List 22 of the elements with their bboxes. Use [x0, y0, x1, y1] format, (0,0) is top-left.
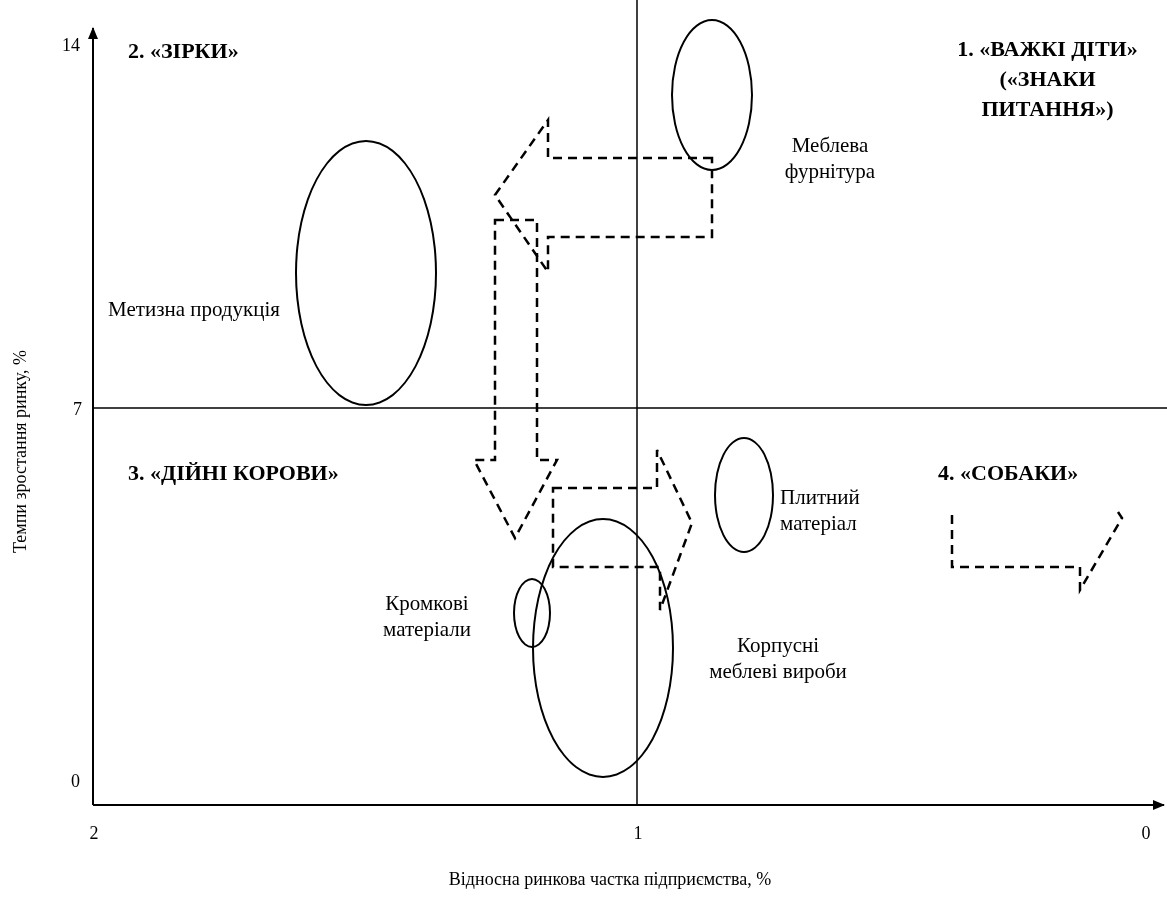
axis-title: Відносна ринкова частка підприємства, % [447, 868, 773, 891]
tick-label: 1 [632, 822, 644, 845]
quadrant-title: 4. «СОБАКИ» [938, 459, 1080, 487]
product-label: Плитний матеріал [780, 484, 861, 536]
product-ellipse [513, 578, 551, 648]
axis-title: Темпи зростання ринку, % [8, 348, 31, 556]
product-label: Метизна продукція [108, 296, 281, 322]
quadrant-title: 2. «ЗІРКИ» [128, 37, 240, 65]
tick-label: 7 [72, 398, 82, 421]
tick-label: 0 [1140, 822, 1152, 845]
product-ellipse [714, 437, 774, 553]
product-label: Кромкові матеріали [382, 590, 472, 642]
product-ellipse [671, 19, 753, 171]
quadrant-title: 3. «ДІЙНІ КОРОВИ» [128, 459, 340, 487]
product-label: Корпусні меблеві вироби [708, 632, 848, 684]
quadrant-title: 1. «ВАЖКІ ДІТИ» («ЗНАКИ ПИТАННЯ») [956, 35, 1139, 123]
product-ellipse [295, 140, 437, 406]
tick-label: 2 [88, 822, 100, 845]
tick-label: 14 [61, 34, 80, 57]
product-label: Меблева фурнітура [783, 132, 877, 184]
tick-label: 0 [70, 770, 80, 793]
product-ellipse [532, 518, 674, 778]
